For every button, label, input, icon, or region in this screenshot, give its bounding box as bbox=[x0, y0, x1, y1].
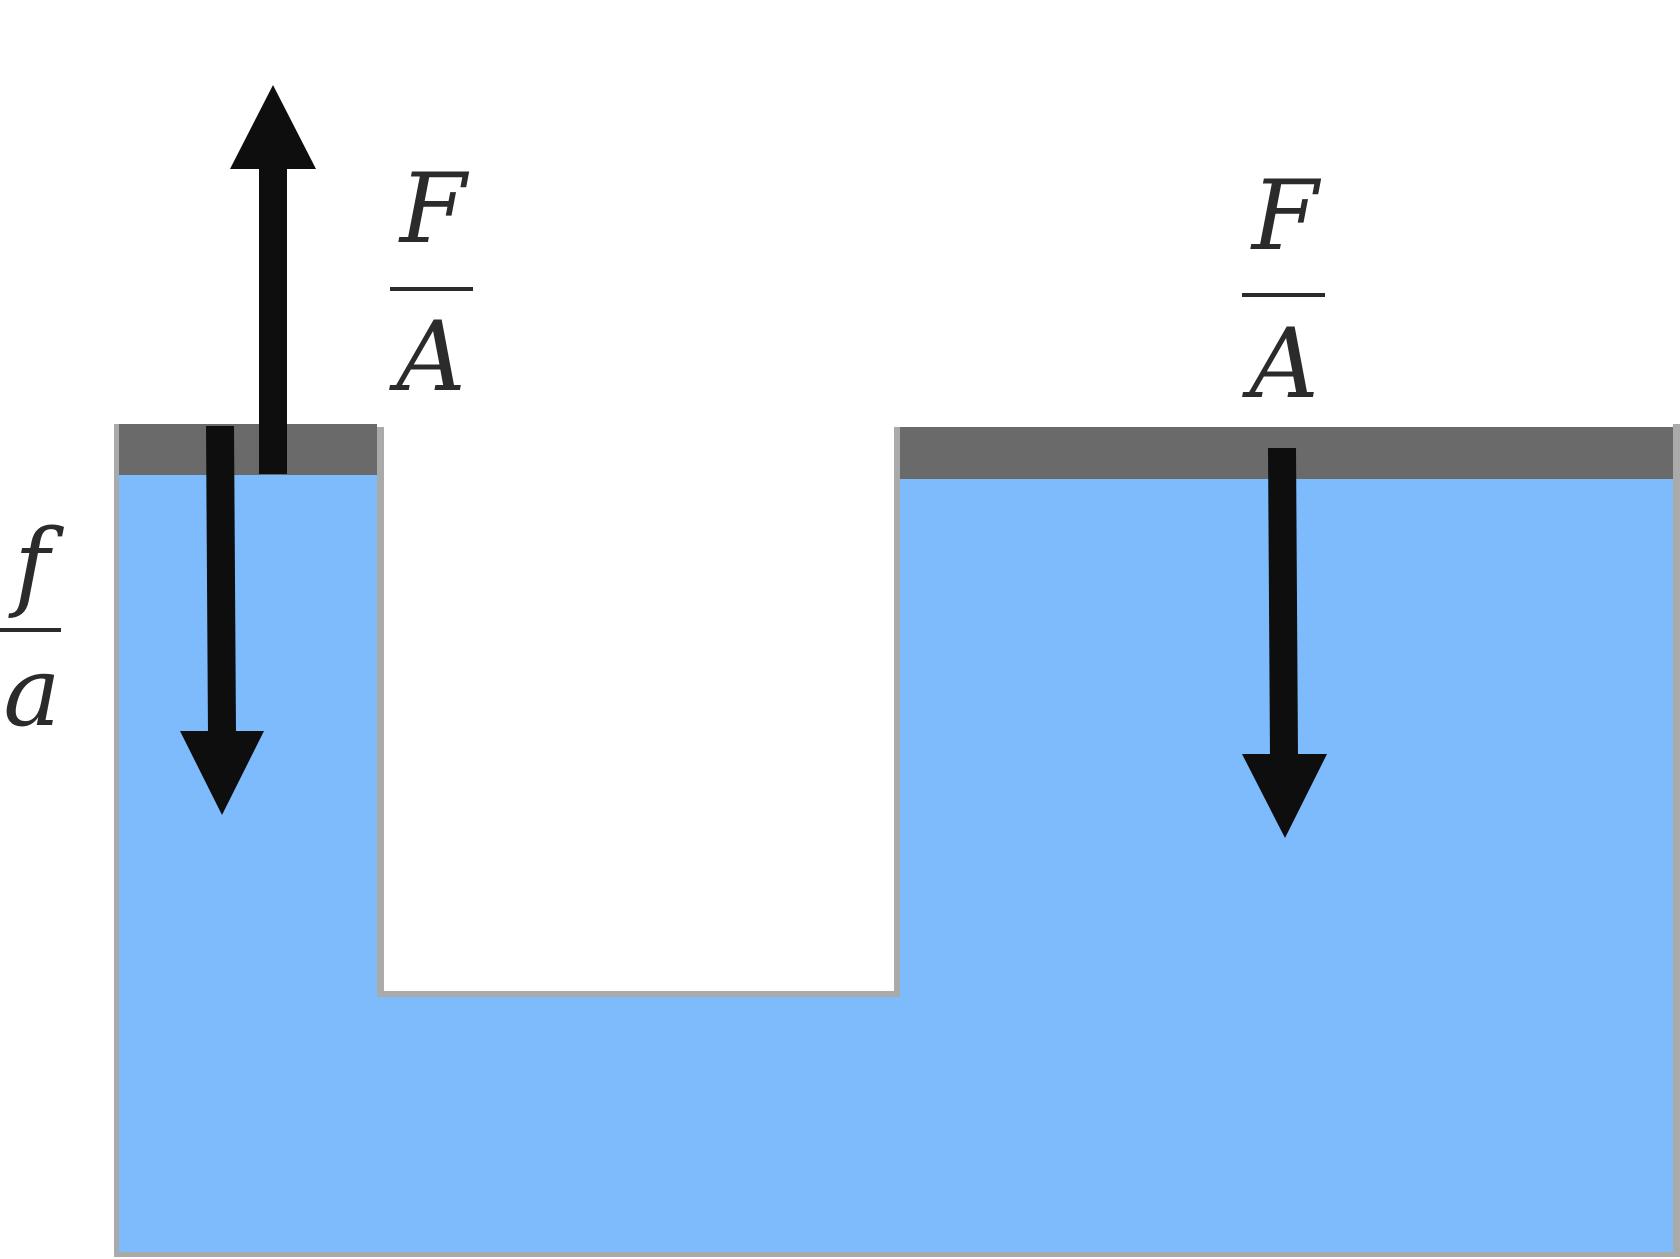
large-down-arrow-shaft bbox=[1268, 448, 1298, 758]
right-outer-wall bbox=[1673, 424, 1680, 1256]
right-pressure-denominator: A bbox=[1241, 308, 1318, 420]
left-fraction-bar bbox=[390, 287, 473, 291]
left-pressure-label: F A bbox=[388, 153, 473, 413]
large-down-arrowhead bbox=[1242, 754, 1327, 838]
right-pressure-label: F A bbox=[1241, 160, 1325, 420]
force-arrows bbox=[180, 85, 1327, 838]
middle-right-wall bbox=[894, 427, 900, 997]
container-walls bbox=[114, 424, 1680, 1257]
piston-pressure-label: f a bbox=[0, 509, 64, 748]
right-fraction-bar bbox=[1242, 293, 1325, 297]
piston-pressure-numerator: f bbox=[8, 509, 64, 621]
left-pressure-denominator: A bbox=[388, 301, 465, 413]
large-piston-downward-arrow bbox=[1242, 448, 1327, 838]
left-outer-wall bbox=[114, 424, 119, 1256]
small-down-arrowhead bbox=[180, 731, 264, 815]
small-down-arrow-shaft bbox=[206, 426, 236, 735]
middle-bottom-wall bbox=[377, 991, 900, 997]
upward-force-arrow bbox=[230, 85, 316, 474]
upward-arrow-shaft bbox=[259, 165, 287, 474]
right-pressure-numerator: F bbox=[1250, 160, 1322, 272]
piston-fraction-bar bbox=[0, 628, 61, 632]
small-piston-downward-arrow bbox=[180, 426, 264, 815]
small-piston bbox=[119, 424, 377, 475]
left-pressure-numerator: F bbox=[398, 153, 470, 265]
piston-pressure-denominator: a bbox=[3, 636, 60, 748]
bottom-wall bbox=[114, 1252, 1680, 1257]
middle-left-wall bbox=[377, 427, 384, 997]
upward-arrowhead bbox=[230, 85, 316, 169]
